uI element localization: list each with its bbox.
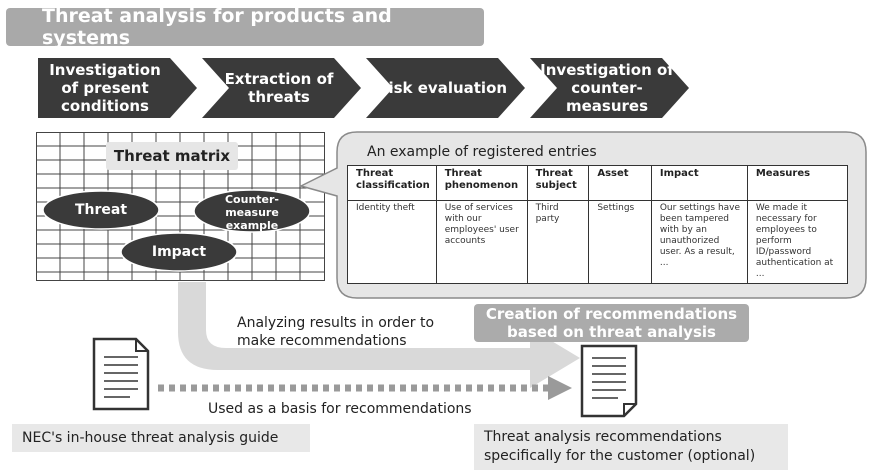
threat-ellipse — [42, 190, 160, 230]
table-row: Identity theft Use of services with our … — [347, 200, 849, 284]
cell-measures: We made it necessary for employees to pe… — [746, 200, 849, 284]
step-3-label: Risk evaluation — [376, 79, 508, 97]
chevron-step-2 — [202, 58, 361, 118]
threat-matrix-title: Threat matrix — [106, 142, 238, 170]
header-measures: Measures — [746, 165, 849, 201]
chevron-step-4 — [530, 58, 689, 118]
countermeasure-ellipse — [193, 189, 311, 233]
cell-threat-phenomenon: Use of services with our employees' user… — [435, 200, 528, 284]
creation-banner: Creation of recommendations based on thr… — [474, 304, 749, 342]
guide-document-icon — [92, 337, 150, 411]
header-threat-phenomenon: Threat phenomenon — [435, 165, 528, 201]
step-2-label: Extraction of threats — [224, 70, 334, 106]
step-4-label: Investigation of counter-measures — [540, 61, 674, 115]
header-threat-classification: Threat classification — [347, 165, 437, 201]
registered-entries-table: Threat classification Threat phenomenon … — [347, 165, 849, 284]
threat-ellipse-label: Threat — [74, 202, 128, 218]
countermeasure-ellipse-label: Counter-measure example — [224, 192, 279, 232]
guide-label: NEC's in-house threat analysis guide — [12, 424, 310, 452]
cell-impact: Our settings have been tampered with by … — [650, 200, 748, 284]
cell-threat-classification: Identity theft — [347, 200, 437, 284]
threat-matrix-grid — [36, 132, 325, 281]
recommendations-label: Threat analysis recommendations specific… — [474, 424, 788, 470]
cell-threat-subject: Third party — [526, 200, 590, 284]
header-threat-subject: Threat subject — [526, 165, 590, 201]
callout-title: An example of registered entries — [367, 144, 597, 160]
basis-arrowhead — [548, 376, 572, 400]
analyzing-note: Analyzing results in order to make recom… — [237, 315, 435, 349]
impact-ellipse-label: Impact — [151, 244, 207, 260]
page-title: Threat analysis for products and systems — [6, 5, 484, 49]
recommendation-document-icon — [580, 344, 638, 418]
basis-note: Used as a basis for recommendations — [208, 401, 472, 417]
impact-ellipse — [120, 232, 238, 272]
step-1-label: Investigation of present conditions — [49, 61, 161, 115]
cell-asset: Settings — [588, 200, 652, 284]
analysis-flow-arrow — [178, 282, 580, 388]
table-header-row: Threat classification Threat phenomenon … — [347, 165, 849, 201]
chevron-step-3 — [366, 58, 525, 118]
chevron-step-1 — [38, 58, 197, 118]
